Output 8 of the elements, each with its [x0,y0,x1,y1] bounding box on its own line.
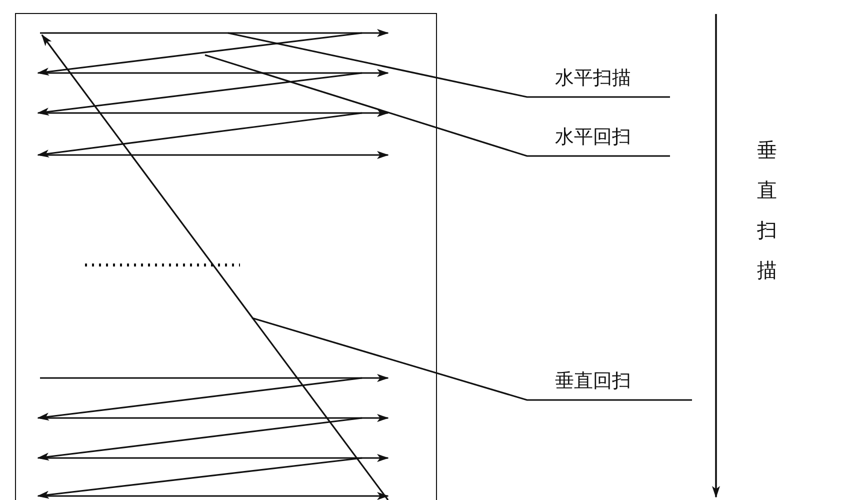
screen-frame [15,13,437,500]
scan-label: 水平扫描 [555,66,631,91]
leader-line [204,54,670,157]
scan-label: 水平回扫 [555,125,631,150]
scan-label: 垂直回扫 [555,369,631,394]
leader-line [252,317,692,401]
leader-line [228,32,670,98]
axis-label: 垂直扫描 [757,137,778,284]
